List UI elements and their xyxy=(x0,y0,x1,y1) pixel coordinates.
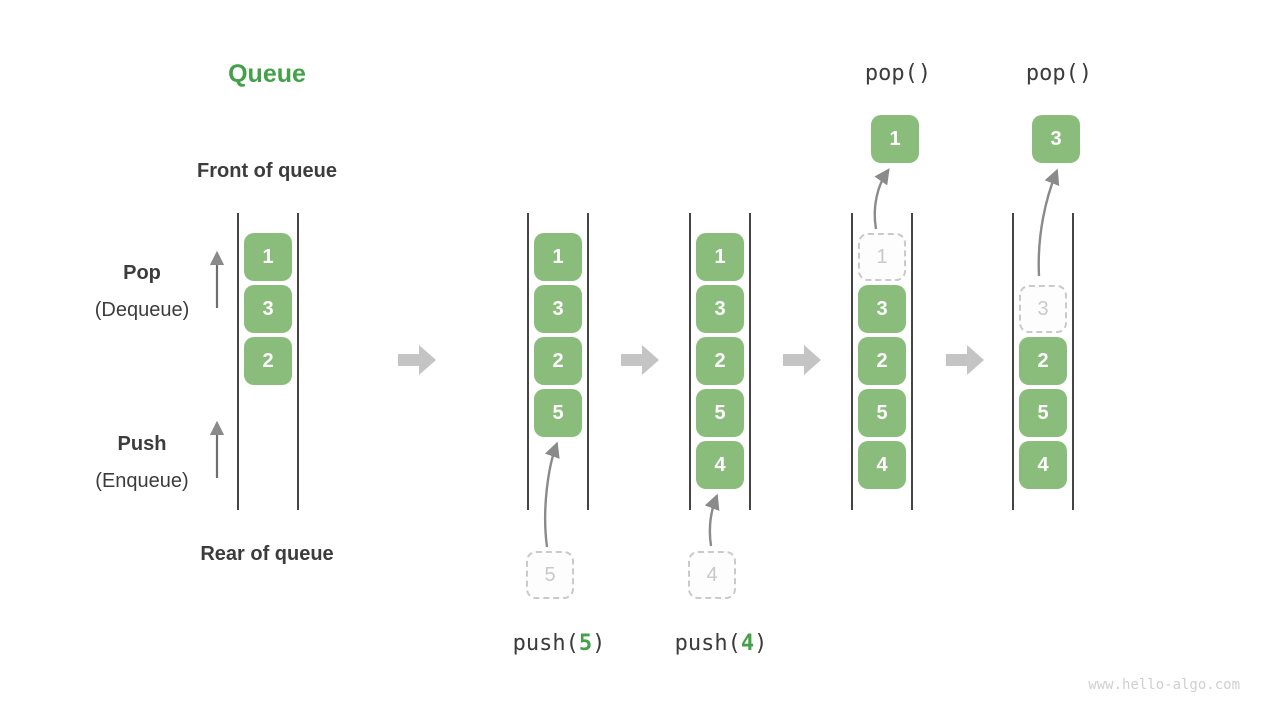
queue-wall-left xyxy=(689,213,691,510)
incoming-value-box: 4 xyxy=(688,551,736,599)
queue-slot: 2 xyxy=(534,337,582,385)
popped-value-box: 1 xyxy=(871,115,919,163)
operation-label: pop() xyxy=(1026,61,1092,86)
push-5-curve-arrow xyxy=(543,441,560,548)
queue-slot: 5 xyxy=(696,389,744,437)
queue-wall-left xyxy=(851,213,853,510)
queue-wall-left xyxy=(527,213,529,510)
queue-wall-left xyxy=(237,213,239,510)
operation-label: push(5) xyxy=(513,631,606,656)
queue-slot: 1 xyxy=(696,233,744,281)
operation-label: push(4) xyxy=(675,631,768,656)
flow-arrow-3 xyxy=(783,345,821,375)
operation-prefix: pop( xyxy=(1025,61,1079,86)
operation-prefix: push( xyxy=(512,631,579,656)
queue-slot: 2 xyxy=(696,337,744,385)
flow-arrow-4 xyxy=(946,345,984,375)
operation-arg: 4 xyxy=(740,631,755,656)
queue-slot: 5 xyxy=(1019,389,1067,437)
queue-slot-ghost: 3 xyxy=(1019,285,1067,333)
diagram-title: Queue xyxy=(228,60,306,88)
operation-prefix: push( xyxy=(674,631,741,656)
queue-wall-right xyxy=(749,213,751,510)
queue-wall-right xyxy=(297,213,299,510)
push-4-curve-arrow xyxy=(704,493,720,547)
queue-slot: 3 xyxy=(534,285,582,333)
queue-wall-right xyxy=(1072,213,1074,510)
queue-slot: 2 xyxy=(1019,337,1067,385)
queue-slot: 2 xyxy=(244,337,292,385)
operation-suffix: ) xyxy=(592,631,606,656)
queue-wall-right xyxy=(587,213,589,510)
queue-slot: 3 xyxy=(696,285,744,333)
push-alias-label: (Enqueue) xyxy=(95,470,189,492)
rear-of-queue-label: Rear of queue xyxy=(200,543,334,565)
queue-slot: 3 xyxy=(858,285,906,333)
operation-suffix: ) xyxy=(917,61,932,86)
front-of-queue-label: Front of queue xyxy=(197,160,337,182)
pop-alias-label: (Dequeue) xyxy=(94,299,190,321)
flow-arrow-2 xyxy=(621,345,659,375)
operation-suffix: ) xyxy=(754,631,768,656)
queue-slot: 4 xyxy=(858,441,906,489)
pop-label: Pop xyxy=(123,262,161,284)
popped-value-box: 3 xyxy=(1032,115,1080,163)
queue-slot: 4 xyxy=(1019,441,1067,489)
queue-wall-left xyxy=(1012,213,1014,510)
operation-arg: 5 xyxy=(578,631,593,656)
queue-wall-right xyxy=(911,213,913,510)
push-label: Push xyxy=(117,433,167,455)
operation-label: pop() xyxy=(865,61,931,86)
queue-slot-ghost: 1 xyxy=(858,233,906,281)
queue-slot: 5 xyxy=(534,389,582,437)
watermark: www.hello-algo.com xyxy=(1088,677,1240,693)
pop-1-curve-arrow xyxy=(873,168,890,230)
operation-prefix: pop( xyxy=(864,61,918,86)
queue-slot: 4 xyxy=(696,441,744,489)
incoming-value-box: 5 xyxy=(526,551,574,599)
queue-slot: 5 xyxy=(858,389,906,437)
queue-slot: 1 xyxy=(534,233,582,281)
operation-suffix: ) xyxy=(1078,61,1093,86)
queue-slot: 2 xyxy=(858,337,906,385)
queue-slot: 3 xyxy=(244,285,292,333)
queue-slot: 1 xyxy=(244,233,292,281)
pop-3-curve-arrow xyxy=(1037,168,1060,277)
flow-arrow-1 xyxy=(398,345,436,375)
